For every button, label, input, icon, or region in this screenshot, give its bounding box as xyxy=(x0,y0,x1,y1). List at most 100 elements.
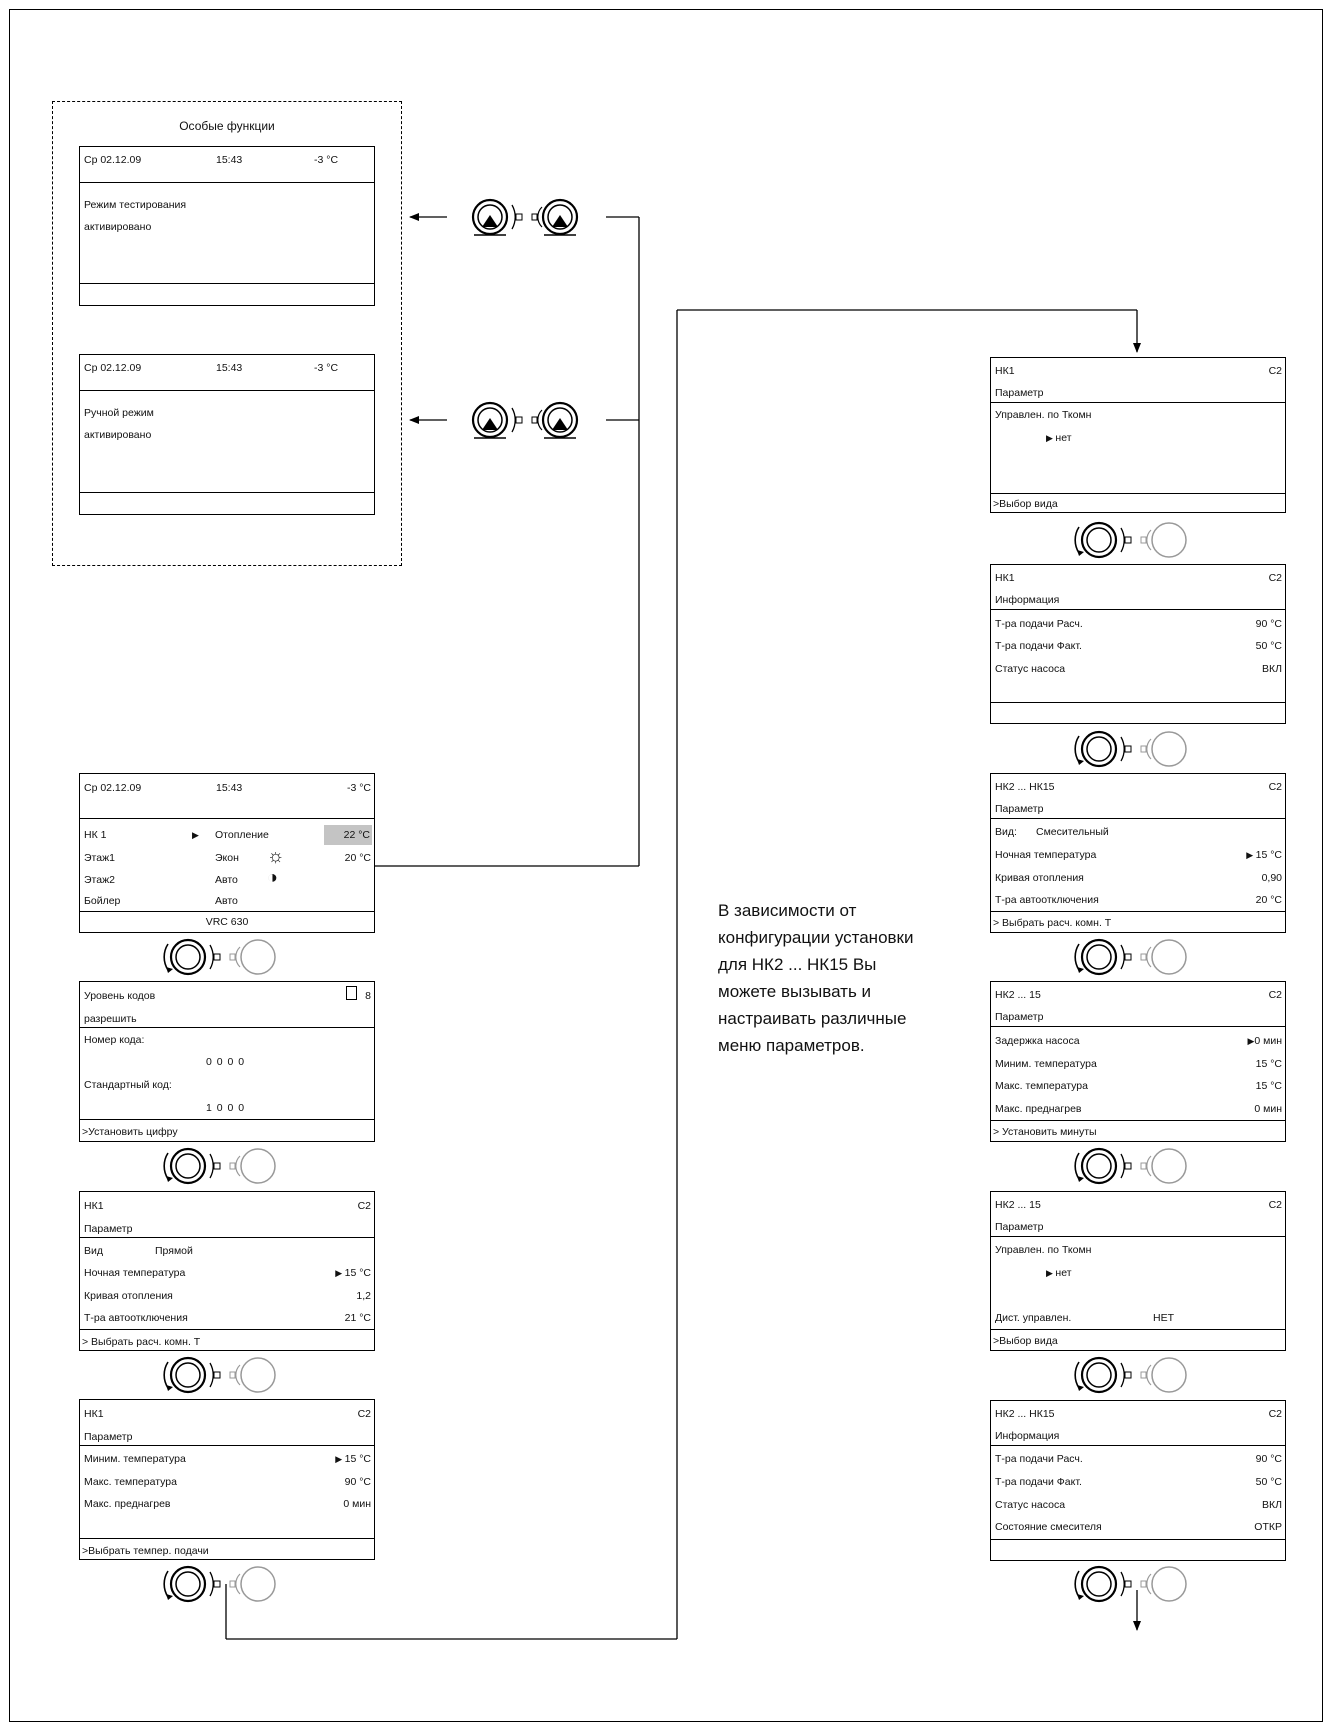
screen-footer-hint: >Установить цифру xyxy=(82,1126,178,1138)
type-label: Вид: xyxy=(995,826,1017,838)
param-label: Управлен. по Ткомн xyxy=(995,409,1092,421)
param-value: 1,2 xyxy=(356,1290,371,1302)
screen-subtitle: Параметр xyxy=(84,1223,133,1235)
screen-footer-hint: >Выбор вида xyxy=(993,1335,1058,1347)
date: Ср 02.12.09 xyxy=(84,362,142,374)
info-value: 50 °C xyxy=(1255,1476,1282,1488)
param-value-selected[interactable]: ▶ 15 °C xyxy=(1246,850,1282,861)
screen-subtitle: Параметр xyxy=(84,1431,133,1443)
param-label: Макс. преднагрев xyxy=(995,1103,1082,1115)
page-code: C2 xyxy=(1268,572,1282,584)
outdoor-temp: -3 °C xyxy=(346,782,371,794)
info-label: Статус насоса xyxy=(995,1499,1066,1511)
param-value: 0,90 xyxy=(1261,872,1282,884)
screen-subtitle: Информация xyxy=(995,594,1060,606)
display-r5-room-control: НК2 ... 15 C2 Параметр Управлен. по Тком… xyxy=(990,1191,1286,1351)
param-value-selected[interactable]: ▶0 мин xyxy=(1247,1036,1282,1047)
screen-subtitle: разрешить xyxy=(84,1013,137,1025)
info-label: Статус насоса xyxy=(995,663,1066,675)
circuit-name: НК 1 xyxy=(84,829,107,841)
standard-code-value: 1 0 0 0 xyxy=(206,1102,246,1114)
date: Ср 02.12.09 xyxy=(84,154,142,166)
param-value-selected[interactable]: ▶ нет xyxy=(1046,1268,1072,1279)
outdoor-temp: -3 °C xyxy=(314,154,339,166)
screen-title: НК2 ... НК15 xyxy=(995,1408,1055,1420)
display-test-mode: Ср 02.12.09 15:43 -3 °C Режим тестирован… xyxy=(79,146,375,306)
explanatory-note: В зависимости от конфигурации установки … xyxy=(718,901,914,1055)
standard-code-label: Стандартный код: xyxy=(84,1079,172,1091)
param-value: 21 °C xyxy=(344,1312,371,1324)
param-value: 15 °C xyxy=(1255,1080,1282,1092)
page-code: C2 xyxy=(1268,781,1282,793)
page-code: C2 xyxy=(1268,989,1282,1001)
param-value: 0 мин xyxy=(343,1498,371,1510)
selection-arrow-icon: ▶ xyxy=(192,830,199,840)
selection-arrow-icon: ▶ xyxy=(335,1268,345,1278)
info-label: Т-ра подачи Факт. xyxy=(995,1476,1082,1488)
mode-line-1: Режим тестирования xyxy=(84,199,187,211)
selection-arrow-icon: ▶ xyxy=(335,1454,345,1464)
info-label: Т-ра подачи Расч. xyxy=(995,1453,1083,1465)
screen-footer-hint: > Выбрать расч. комн. Т xyxy=(993,917,1112,929)
info-value: ОТКР xyxy=(1254,1521,1282,1533)
screen-subtitle: Параметр xyxy=(995,1221,1044,1233)
code-number-label: Номер кода: xyxy=(84,1034,145,1046)
display-r2-info: НК1 C2 Информация Т-ра подачи Расч. 90 °… xyxy=(990,564,1286,724)
param-label: Макс. температура xyxy=(84,1476,177,1488)
info-value: 50 °C xyxy=(1255,640,1282,652)
param-label: Т-ра автоотключения xyxy=(84,1312,188,1324)
param-value-text: нет xyxy=(1055,432,1072,444)
param-value-text: нет xyxy=(1055,1267,1072,1279)
param-label: Макс. преднагрев xyxy=(84,1498,171,1510)
selection-arrow-icon: ▶ xyxy=(1046,1268,1056,1278)
screen-footer-hint: > Установить минуты xyxy=(993,1126,1097,1138)
param-label: Т-ра автоотключения xyxy=(995,894,1099,906)
param-label: Миним. температура xyxy=(995,1058,1097,1070)
sun-icon: ☼ xyxy=(267,846,285,867)
display-r3-params: НК2 ... НК15 C2 Параметр Вид: Смесительн… xyxy=(990,773,1286,933)
time: 15:43 xyxy=(216,782,243,794)
param-label: Кривая отопления xyxy=(84,1290,173,1302)
code-number-value[interactable]: 0 0 0 0 xyxy=(206,1056,246,1068)
circuit-mode: Авто xyxy=(215,895,238,907)
page-code: C2 xyxy=(357,1408,371,1420)
param-value-selected[interactable]: ▶ 15 °C xyxy=(335,1454,371,1465)
info-value: ВКЛ xyxy=(1261,663,1282,675)
screen-title: НК2 ... 15 xyxy=(995,1199,1041,1211)
lock-level-icon xyxy=(346,986,357,1000)
circuit-name: Бойлер xyxy=(84,895,121,907)
mode-line-1: Ручной режим xyxy=(84,407,154,419)
page-code: C2 xyxy=(1268,1199,1282,1211)
circuit-mode: Экон xyxy=(215,852,239,864)
info-value: 90 °C xyxy=(1255,618,1282,630)
screen-title: Уровень кодов xyxy=(84,990,156,1002)
half-moon-icon: ◑ xyxy=(267,867,278,887)
display-hk1-params-2: НК1 C2 Параметр Миним. температура ▶ 15 … xyxy=(79,1399,375,1560)
param-value-text: 15 °C xyxy=(1255,849,1282,861)
param-label: Миним. температура xyxy=(84,1453,186,1465)
remote-value: НЕТ xyxy=(1153,1312,1174,1324)
selection-arrow-icon: ▶ xyxy=(1046,433,1056,443)
display-hk1-params-1: НК1 C2 Параметр Вид Прямой Ночная темпер… xyxy=(79,1191,375,1351)
param-value-selected[interactable]: ▶ 15 °C xyxy=(335,1268,371,1279)
param-value: 20 °C xyxy=(1255,894,1282,906)
circuit-mode: Отопление xyxy=(215,829,269,841)
special-functions-title: Особые функции xyxy=(179,119,275,133)
param-value-selected[interactable]: ▶ нет xyxy=(1046,433,1072,444)
type-value: Прямой xyxy=(155,1245,193,1257)
param-label: Макс. температура xyxy=(995,1080,1088,1092)
screen-subtitle: Параметр xyxy=(995,1011,1044,1023)
circuit-value-highlighted[interactable]: 22 °C xyxy=(324,825,372,845)
mode-line-2: активировано xyxy=(84,429,152,441)
info-label: Т-ра подачи Расч. xyxy=(995,618,1083,630)
display-manual-mode: Ср 02.12.09 15:43 -3 °C Ручной режим акт… xyxy=(79,354,375,515)
outdoor-temp: -3 °C xyxy=(314,362,339,374)
code-level-badge: 8 xyxy=(365,990,371,1002)
screen-title: НК2 ... 15 xyxy=(995,989,1041,1001)
circuit-mode: Авто xyxy=(215,874,238,886)
info-label: Т-ра подачи Факт. xyxy=(995,640,1082,652)
screen-title: НК2 ... НК15 xyxy=(995,781,1055,793)
screen-title: НК1 xyxy=(84,1200,104,1212)
display-r1-room-control: НК1 C2 Параметр Управлен. по Ткомн ▶ нет… xyxy=(990,357,1286,513)
